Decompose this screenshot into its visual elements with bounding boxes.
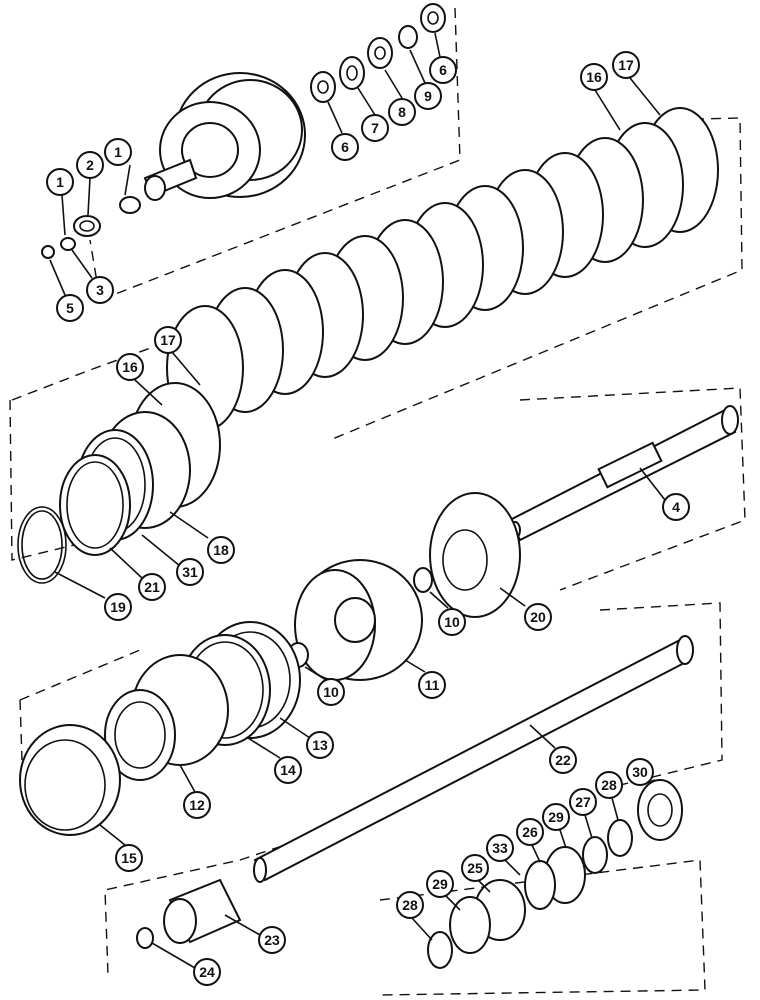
callout-label: 33: [492, 840, 508, 856]
clutch-disc-pack: [99, 107, 719, 529]
callout-29b: 29: [426, 870, 461, 911]
callout-26: 26: [516, 818, 544, 863]
callout-label: 6: [439, 62, 447, 78]
main-shaft: [253, 635, 694, 883]
callout-30: 30: [626, 758, 656, 786]
callout-28a: 28: [595, 771, 623, 821]
callout-label: 17: [618, 57, 634, 73]
callout-label: 31: [182, 564, 198, 580]
callout-label: 27: [575, 794, 591, 810]
callout-11: 11: [404, 659, 446, 699]
snap-ring: [136, 927, 154, 949]
callout-label: 28: [601, 777, 617, 793]
clutch-drum: [294, 559, 423, 681]
callout-22: 22: [529, 724, 577, 774]
callout-label: 10: [444, 614, 460, 630]
callout-label: 15: [121, 850, 137, 866]
callout-label: 14: [280, 762, 296, 778]
callout-6b: 6: [429, 32, 457, 84]
callout-13: 13: [279, 717, 334, 759]
callout-5: 5: [49, 259, 84, 322]
washer-stack-right: [310, 3, 446, 103]
output-shaft-upper: [508, 405, 739, 542]
spring-disc: [429, 492, 521, 618]
callout-label: 20: [530, 609, 546, 625]
callout-label: 2: [86, 157, 94, 173]
callout-label: 18: [213, 542, 229, 558]
callout-12: 12: [179, 764, 211, 819]
callout-23: 23: [224, 914, 286, 954]
washer-stack-left: [41, 196, 141, 259]
callout-label: 29: [432, 876, 448, 892]
callout-1b: 1: [46, 168, 74, 236]
callout-label: 19: [110, 599, 126, 615]
callout-label: 3: [96, 282, 104, 298]
sleeve: [163, 878, 242, 944]
callout-6a: 6: [327, 101, 359, 161]
callout-label: 7: [371, 120, 379, 136]
callout-18: 18: [169, 511, 235, 564]
splined-hub: [104, 621, 301, 781]
callout-label: 9: [424, 88, 432, 104]
callout-label: 6: [341, 139, 349, 155]
callout-label: 22: [555, 752, 571, 768]
callout-10a: 10: [429, 591, 466, 636]
callout-21: 21: [109, 547, 166, 601]
callout-label: 21: [144, 579, 160, 595]
callout-label: 12: [189, 797, 205, 813]
callout-label: 25: [467, 860, 483, 876]
callout-label: 24: [199, 964, 215, 980]
callout-17b: 17: [154, 326, 201, 386]
callout-label: 10: [323, 684, 339, 700]
callout-label: 11: [425, 677, 440, 693]
callout-4: 4: [639, 467, 690, 521]
bearing-stack: [427, 779, 683, 969]
piston: [19, 724, 121, 836]
callout-label: 5: [66, 300, 74, 316]
callout-label: 30: [632, 764, 648, 780]
callout-label: 1: [114, 144, 122, 160]
callout-label: 28: [402, 897, 418, 913]
callout-8: 8: [384, 69, 416, 126]
callout-label: 4: [672, 499, 680, 515]
callout-label: 23: [264, 932, 280, 948]
callout-17a: 17: [612, 51, 661, 116]
callout-28b: 28: [396, 891, 433, 941]
callout-25: 25: [461, 854, 491, 893]
callout-3: 3: [71, 249, 114, 304]
callout-7: 7: [357, 87, 389, 142]
callout-label: 16: [586, 69, 602, 85]
small-ring-upper: [413, 567, 433, 593]
callout-16a: 16: [580, 63, 621, 131]
callout-label: 13: [312, 737, 328, 753]
callout-20: 20: [499, 587, 552, 631]
callout-1a: 1: [104, 138, 132, 196]
callout-24: 24: [151, 942, 221, 986]
drive-gear-assembly: [143, 72, 306, 201]
callout-33: 33: [486, 834, 521, 876]
callout-9: 9: [409, 49, 442, 110]
callout-label: 8: [398, 104, 406, 120]
callout-14: 14: [247, 737, 302, 784]
callout-label: 1: [56, 174, 64, 190]
callout-29a: 29: [542, 803, 570, 849]
callout-label: 26: [522, 824, 538, 840]
retaining-rings: [17, 429, 154, 584]
callout-label: 17: [160, 332, 176, 348]
callout-19: 19: [54, 571, 132, 621]
callout-15: 15: [99, 824, 143, 872]
callout-16b: 16: [116, 353, 163, 406]
callout-10b: 10: [304, 666, 345, 706]
callout-27: 27: [569, 788, 597, 839]
callout-31: 31: [141, 534, 204, 586]
callout-label: 16: [122, 359, 138, 375]
callout-label: 29: [548, 809, 564, 825]
callout-2: 2: [76, 151, 104, 216]
